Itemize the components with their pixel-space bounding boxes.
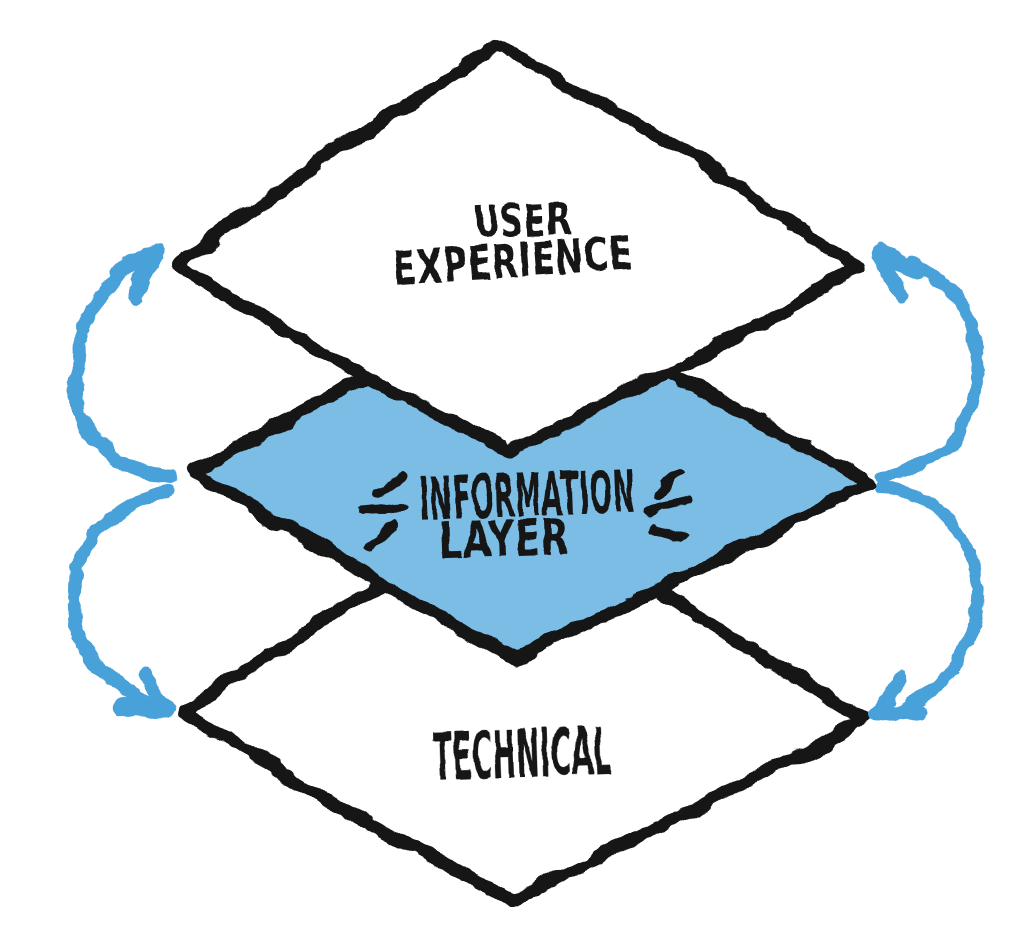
cycle-arrow-left-upper-icon	[69, 252, 177, 485]
technical-label: TECHNICAL	[432, 713, 613, 796]
emphasis-mark-icon	[654, 466, 683, 501]
emphasis-mark-icon	[644, 498, 697, 517]
information-layer-label-line1: INFORMATION	[418, 457, 636, 534]
emphasis-mark-icon	[647, 522, 689, 541]
cycle-arrow-left-lower-head-icon	[115, 664, 173, 718]
user-experience-label-line1: USER	[473, 194, 573, 248]
information-diamond-outline	[188, 289, 879, 665]
cycle-arrow-right-upper-head-icon	[872, 246, 926, 303]
cycle-arrows	[67, 244, 985, 724]
cycle-arrow-right-lower-icon	[877, 479, 985, 715]
emphasis-mark-icon	[372, 474, 409, 497]
cycle-arrow-right-lower-head-icon	[869, 670, 927, 724]
technical-layer-diamond	[175, 499, 872, 907]
information-layer-diamond	[188, 289, 879, 665]
emphasis-mark-icon	[364, 518, 401, 551]
technical-diamond-outline	[175, 499, 872, 907]
cycle-arrow-right-upper-icon	[879, 253, 985, 483]
emphasis-marks-right	[644, 466, 697, 541]
user-experience-diamond-outline	[170, 38, 867, 459]
cycle-arrow-left-upper-head-icon	[109, 244, 163, 303]
user-experience-layer-diamond	[170, 38, 867, 459]
emphasis-mark-icon	[357, 502, 406, 517]
emphasis-marks-left	[357, 474, 409, 551]
information-layer-label-line2: LAYER	[438, 508, 570, 571]
cycle-arrow-left-lower-icon	[67, 485, 175, 713]
